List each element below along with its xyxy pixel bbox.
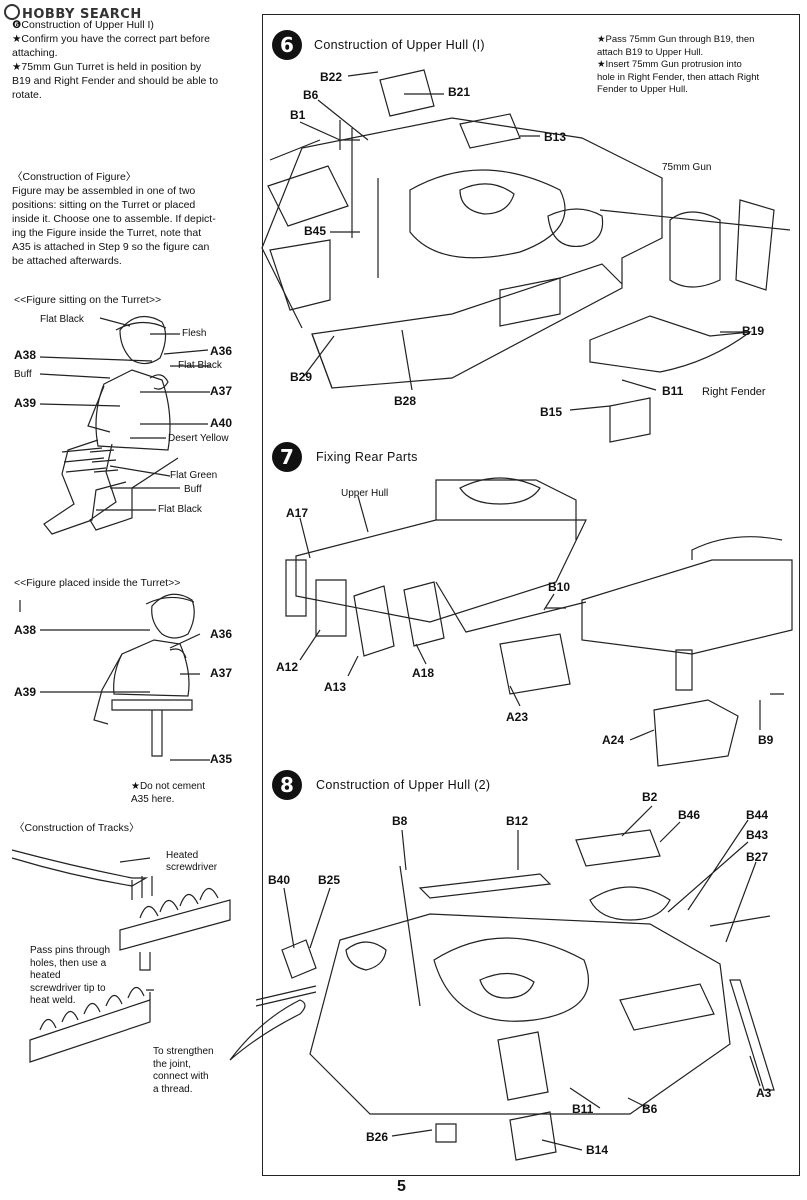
label-flat-black-3: Flat Black — [158, 504, 202, 515]
intro-line: ★Confirm you have the correct part befor… — [12, 33, 210, 45]
part-a35: A35 — [210, 752, 233, 766]
part-b19: B19 — [742, 324, 765, 338]
instructions-panel — [262, 14, 800, 1176]
part-a17: A17 — [286, 506, 309, 520]
inside-heading: <<Figure placed inside the Turret>> — [14, 577, 181, 589]
part-b28: B28 — [394, 394, 417, 408]
figure-sitting-illustration — [43, 315, 179, 535]
part-b21: B21 — [448, 85, 471, 99]
part-b27: B27 — [746, 850, 769, 864]
part-b43: B43 — [746, 828, 769, 842]
part-b22: B22 — [320, 70, 343, 84]
figure-line: Figure may be assembled in one of two — [12, 185, 196, 197]
figure-block: 〈Construction of Figure〉 Figure may be a… — [12, 170, 257, 268]
part-b25: B25 — [318, 873, 341, 887]
part-a18: A18 — [412, 666, 435, 680]
tracks-heading: 〈Construction of Tracks〉 — [14, 822, 140, 834]
part-b13: B13 — [544, 130, 567, 144]
part-a37-inside: A37 — [210, 666, 233, 680]
part-b29: B29 — [290, 370, 313, 384]
part-b15: B15 — [540, 405, 563, 419]
label-buff: Buff — [14, 369, 32, 380]
part-a36-inside: A36 — [210, 627, 233, 641]
step-7-badge: 7 — [272, 442, 302, 472]
part-b12: B12 — [506, 814, 529, 828]
part-a3: A3 — [756, 1086, 772, 1100]
part-b46: B46 — [678, 808, 701, 822]
figure-line: be attached afterwards. — [12, 255, 122, 267]
intro-block: ❻Construction of Upper Hull I) ★Confirm … — [12, 18, 257, 102]
step-7-rear-parts-drawing — [285, 477, 793, 767]
page-number: 5 — [397, 1178, 406, 1195]
label-flat-black: Flat Black — [40, 314, 84, 325]
label-flat-black-2: Flat Black — [178, 360, 222, 371]
label-flat-green: Flat Green — [170, 470, 218, 481]
part-upper-hull: Upper Hull — [341, 488, 389, 499]
part-b1: B1 — [290, 108, 306, 122]
label-pass-pins: Pass pins through holes, then use a heat… — [30, 945, 111, 1006]
sitting-heading: <<Figure sitting on the Turret>> — [14, 294, 162, 306]
part-a39-inside: A39 — [14, 685, 37, 699]
intro-line: rotate. — [12, 89, 42, 101]
step-8-badge: 8 — [272, 770, 302, 800]
part-b26: B26 — [366, 1130, 389, 1144]
part-a39: A39 — [14, 396, 37, 410]
part-a37: A37 — [210, 384, 233, 398]
part-b11: B11 — [662, 384, 684, 398]
part-b8: B8 — [392, 814, 408, 828]
intro-heading: ❻Construction of Upper Hull I) — [12, 19, 154, 31]
part-a38: A38 — [14, 348, 37, 362]
figure-heading: 〈Construction of Figure〉 — [12, 171, 137, 183]
part-b10: B10 — [548, 580, 571, 594]
part-b6-step8: B6 — [642, 1102, 658, 1116]
part-75mm-gun: 75mm Gun — [662, 162, 712, 173]
step-7-title: Fixing Rear Parts — [316, 450, 418, 464]
step-6-badge: 6 — [272, 30, 302, 60]
step-8-hull-drawing — [229, 829, 775, 1161]
step-6-hull-drawing — [261, 69, 791, 443]
part-a24: A24 — [602, 733, 625, 747]
label-strengthen: To strengthen the joint, connect with a … — [153, 1046, 214, 1095]
figure-line: A35 is attached in Step 9 so the figure … — [12, 241, 210, 253]
intro-line: B19 and Right Fender and should be able … — [12, 75, 219, 87]
step-6-title: Construction of Upper Hull (I) — [314, 38, 485, 52]
hobby-search-logo-icon — [4, 4, 20, 20]
watermark: HOBBY SEARCH — [4, 4, 142, 22]
part-a36: A36 — [210, 344, 233, 358]
figure-line: inside it. Choose one to assemble. If de… — [12, 213, 216, 225]
part-a13: A13 — [324, 680, 347, 694]
part-a12: A12 — [276, 660, 299, 674]
part-a23: A23 — [506, 710, 529, 724]
step-8-title: Construction of Upper Hull (2) — [316, 778, 491, 792]
label-buff-2: Buff — [184, 484, 202, 495]
part-b45: B45 — [304, 224, 327, 238]
tracks-illustration — [11, 849, 231, 1063]
part-b6: B6 — [303, 88, 319, 102]
part-b14: B14 — [586, 1143, 609, 1157]
intro-line: attaching. — [12, 47, 58, 59]
step-6-notes: ★Pass 75mm Gun through B19, then attach … — [597, 34, 760, 95]
intro-line: ★75mm Gun Turret is held in position by — [12, 61, 202, 73]
figure-line: positions: sitting on the Turret or plac… — [12, 199, 196, 211]
part-b9: B9 — [758, 733, 774, 747]
part-a38-inside: A38 — [14, 623, 37, 637]
label-flesh: Flesh — [182, 328, 207, 339]
part-a40: A40 — [210, 416, 233, 430]
figure-inside-illustration — [19, 593, 195, 757]
part-right-fender: Right Fender — [702, 386, 766, 398]
part-b40: B40 — [268, 873, 291, 887]
label-desert-yellow: Desert Yellow — [168, 433, 229, 444]
part-b2: B2 — [642, 790, 658, 804]
part-b11-step8: B11 — [572, 1102, 594, 1116]
figure-line: ing the Figure inside the Turret, note t… — [12, 227, 202, 239]
part-b44: B44 — [746, 808, 769, 822]
